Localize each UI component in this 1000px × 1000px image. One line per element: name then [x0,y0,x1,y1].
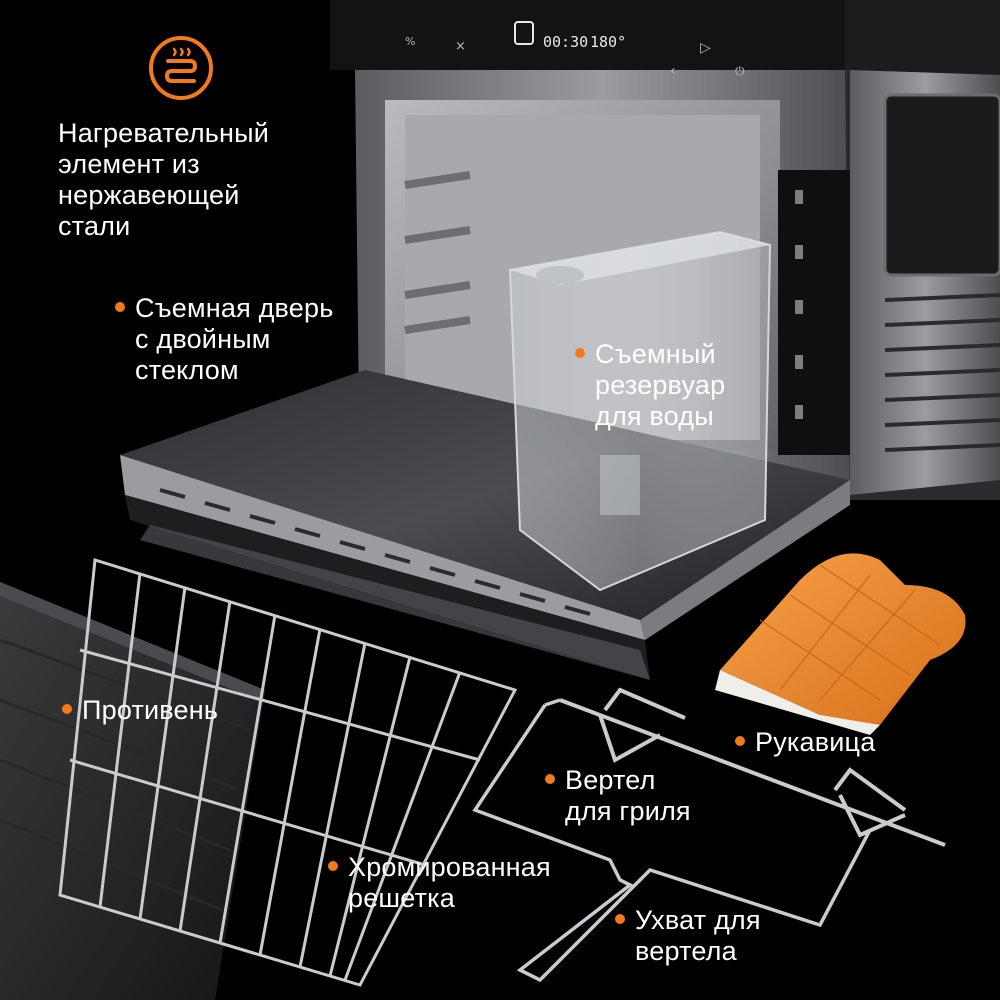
tray-label: Противень [62,695,218,726]
bullet-dot [735,736,745,746]
svg-text:%: % [405,35,415,48]
rack-label-line: Хромированная [348,852,551,882]
mitt-label-line: Рукавица [755,727,876,757]
bullet-dot [62,704,72,714]
water-tank-label-line: резервуар [595,370,726,400]
heating-element-label-line: Нагревательный [58,118,270,148]
chrome-rack [58,558,518,987]
water-tank-label-line: для воды [595,401,714,431]
spit-label-line: для гриля [565,796,691,826]
display-temperature: 180° [590,33,626,51]
spit-holder-label-line: Ухват для [635,905,761,935]
bullet-dot [575,348,585,358]
door-label: Съемная дверь с двойным стеклом [115,293,334,386]
svg-text:⏻: ⏻ [735,64,745,78]
bullet-dot [328,861,338,871]
door-label-line: с двойным [135,324,271,354]
bullet-dot [115,302,125,312]
bullet-dot [545,774,555,784]
water-tank [508,230,772,592]
rotisserie-spit [559,687,946,847]
svg-text:×: × [455,39,466,54]
heating-element-label-line: стали [58,211,131,241]
display-time: 00:30 [543,33,588,51]
water-tank-label: Съемный резервуар для воды [575,339,725,432]
svg-text:▷: ▷ [700,40,711,56]
oven-mitt [715,553,966,735]
spit-holder-label-line: вертела [635,936,737,966]
spit-holder [472,698,872,983]
mitt-label: Рукавица [735,727,875,758]
door-label-line: Съемная дверь [135,293,334,323]
spit-holder-label: Ухват для вертела [615,905,761,967]
tray-label-line: Противень [82,695,219,725]
rack-label: Хромированная решетка [328,852,551,914]
control-panel [330,0,850,70]
heating-element-icon [149,36,213,100]
heating-element-label-line: нержавеющей [58,180,240,210]
heating-element-label: Нагревательный элемент из нержавеющей ст… [58,118,269,242]
spit-label: Вертел для гриля [545,765,691,827]
water-tank-label-line: Съемный [595,339,716,369]
rack-label-line: решетка [348,883,456,913]
door-label-line: стеклом [135,355,239,385]
svg-text:‹: ‹ [670,63,676,79]
heating-element-label-line: элемент из [58,149,200,179]
spit-label-line: Вертел [565,765,656,795]
bullet-dot [615,914,625,924]
